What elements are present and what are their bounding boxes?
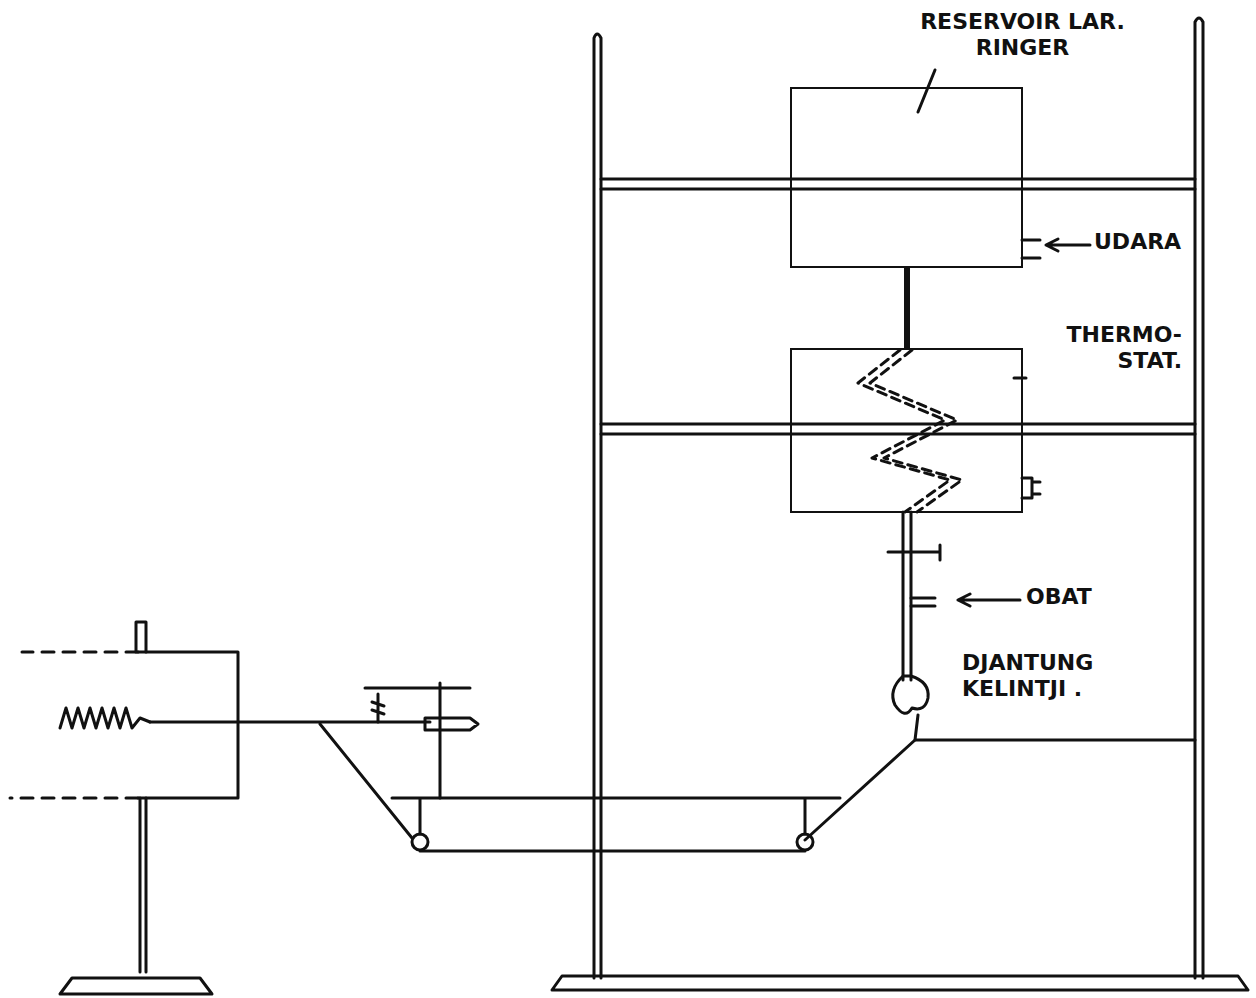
node-label: RESERVOIR LAR. RINGER — [920, 9, 1125, 62]
shelf — [601, 179, 1195, 189]
pulley — [412, 834, 428, 850]
reservoir-box: RESERVOIR LAR. RINGER — [790, 87, 1023, 268]
thread — [420, 850, 805, 853]
air-arrow — [1046, 239, 1090, 251]
shelf — [601, 424, 1195, 434]
thread — [320, 724, 412, 838]
stand-rod — [1195, 18, 1203, 978]
drum-base — [60, 978, 212, 994]
writing-lever — [150, 721, 430, 724]
trace — [60, 708, 150, 728]
air-label: UDARA — [1094, 229, 1190, 255]
leader-line — [1014, 377, 1026, 380]
shelf — [915, 739, 1195, 742]
lever-post — [439, 683, 442, 798]
air-tube — [1022, 240, 1040, 258]
tube-connector — [907, 268, 908, 348]
kymograph-drum — [138, 652, 238, 798]
plug — [1022, 478, 1040, 498]
node-label: THERMO- STAT. — [1032, 322, 1182, 375]
bar — [392, 798, 840, 834]
coil — [870, 350, 962, 512]
stand-base — [552, 976, 1248, 990]
drum-axle — [136, 622, 146, 972]
clamp — [888, 545, 940, 560]
lever-pivot — [425, 718, 478, 730]
leader-line — [918, 70, 935, 112]
drug-inlet — [911, 598, 935, 606]
pulley — [797, 834, 813, 850]
drug-arrow — [958, 594, 1020, 606]
drug-label: OBAT — [1026, 584, 1116, 610]
thermostat-box: THERMO- STAT. — [790, 348, 1023, 513]
heart-thread — [805, 715, 918, 840]
tube — [903, 512, 911, 680]
heart — [893, 676, 928, 713]
stand-rod — [594, 34, 601, 978]
heart-label: DJANTUNG KELINTJI . — [962, 650, 1142, 703]
